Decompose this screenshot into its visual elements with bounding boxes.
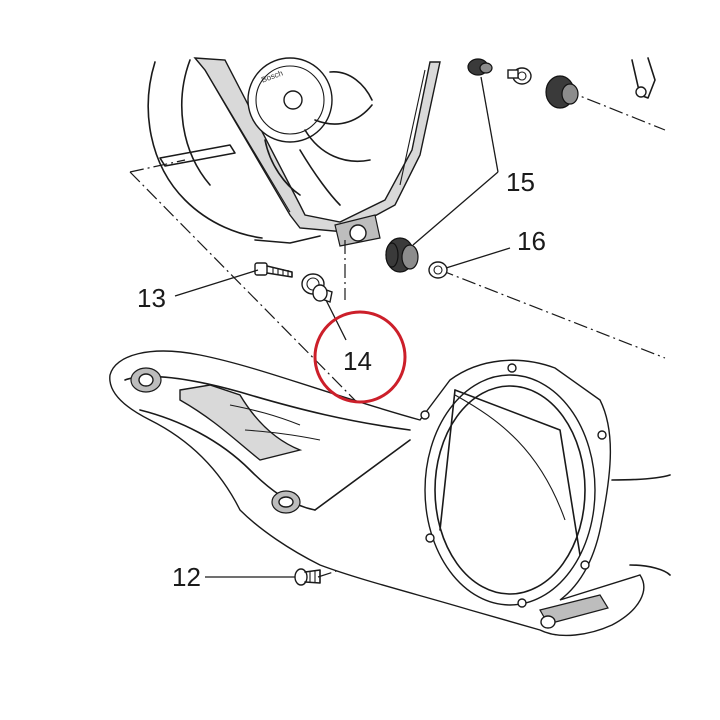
callout-13: 13 <box>137 283 166 313</box>
leader-16 <box>445 247 511 269</box>
lower-housing <box>109 350 671 637</box>
clip-top-right <box>631 57 656 99</box>
callout-14: 14 <box>343 346 372 376</box>
leader-15b <box>412 171 499 246</box>
screw-12 <box>294 568 321 586</box>
callout-12: 12 <box>172 562 201 592</box>
radiator-fan-assembly: Bosch <box>147 57 441 247</box>
spacer-14 <box>301 273 333 303</box>
rubber-grommet-15 <box>385 237 419 273</box>
callout-labels: 12 13 14 15 16 <box>137 167 546 592</box>
fan-ring <box>424 374 596 606</box>
bolt-13 <box>254 262 293 278</box>
callout-16: 16 <box>517 226 546 256</box>
washer-16 <box>428 261 448 279</box>
highlight-circle <box>313 310 407 404</box>
callout-15: 15 <box>506 167 535 197</box>
leader-15a <box>480 76 499 173</box>
leader-13 <box>174 269 259 297</box>
rubber-grommet-top <box>467 58 579 109</box>
